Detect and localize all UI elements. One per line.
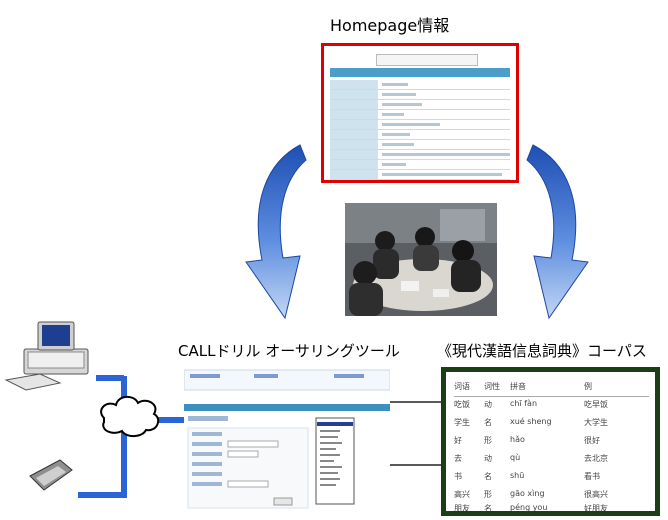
corpus-cell: gāo xìng <box>510 489 545 498</box>
homepage-thumb-row <box>330 130 510 140</box>
homepage-screenshot <box>321 43 519 183</box>
homepage-thumb-row <box>330 120 510 130</box>
call-drill-screenshot-image <box>184 364 390 512</box>
homepage-thumb-row <box>330 160 510 170</box>
corpus-cell: péng you <box>510 503 548 512</box>
homepage-info-text: Homepage情報 <box>330 16 450 35</box>
corpus-cell: 书 <box>454 472 462 481</box>
call-drill-text: CALLドリル オーサリングツール <box>178 342 400 360</box>
call-drill-label: CALLドリル オーサリングツール <box>178 340 400 361</box>
homepage-thumb-row <box>330 170 510 180</box>
corpus-cell: hǎo <box>510 435 525 444</box>
corpus-cell: 去北京 <box>584 454 608 463</box>
corpus-cell: 好朋友 <box>584 504 608 513</box>
corpus-header-cell: 词性 <box>484 382 500 391</box>
corpus-cell: 吃饭 <box>454 400 470 409</box>
corpus-row: 朋友 名 péng you 好朋友 <box>454 500 649 513</box>
corpus-header-cell: 例 <box>584 382 592 391</box>
corpus-cell: 名 <box>484 504 492 513</box>
corpus-cell: 很好 <box>584 436 600 445</box>
homepage-info-label: Homepage情報 <box>330 12 449 36</box>
homepage-thumb-row <box>330 90 510 100</box>
meeting-photo-image <box>345 203 497 316</box>
computer-icon <box>4 321 89 391</box>
corpus-row: 去 动 qù 去北京 <box>454 450 649 468</box>
meeting-photo <box>345 203 497 316</box>
corpus-cell: 朋友 <box>454 504 470 513</box>
corpus-cell: 吃早饭 <box>584 400 608 409</box>
corpus-header-row: 词语 词性 拼音 例 <box>454 378 649 397</box>
mobile-phone-icon <box>29 459 73 491</box>
corpus-cell: 名 <box>484 472 492 481</box>
homepage-thumb-topbar <box>376 54 478 66</box>
homepage-thumb-row <box>330 80 510 90</box>
corpus-cell: 去 <box>454 454 462 463</box>
corpus-cell: 好 <box>454 436 462 445</box>
corpus-cell: 形 <box>484 436 492 445</box>
corpus-text: 《現代漢語信息詞典》コーパス <box>437 342 647 360</box>
cloud-icon <box>100 395 160 438</box>
corpus-cell: 大学生 <box>584 418 608 427</box>
corpus-cell: 学生 <box>454 418 470 427</box>
corpus-cell: 名 <box>484 418 492 427</box>
homepage-thumb-row <box>330 110 510 120</box>
corpus-cell: 形 <box>484 490 492 499</box>
corpus-cell: 动 <box>484 454 492 463</box>
homepage-thumb-row <box>330 150 510 160</box>
homepage-thumb-header-bar <box>330 68 510 77</box>
homepage-screenshot-content <box>330 52 510 180</box>
corpus-row: 书 名 shū 看书 <box>454 468 649 486</box>
call-drill-screenshot <box>184 364 390 512</box>
left-curved-arrow <box>245 144 307 320</box>
corpus-cell: 高兴 <box>454 490 470 499</box>
corpus-cell: 很高兴 <box>584 490 608 499</box>
corpus-screenshot: 词语 词性 拼音 例 吃饭 动 chī fàn 吃早饭 学生 名 xué she… <box>441 367 660 516</box>
corpus-cell: 看书 <box>584 472 600 481</box>
homepage-thumb-row <box>330 100 510 110</box>
corpus-cell: qù <box>510 453 521 462</box>
corpus-label: 《現代漢語信息詞典》コーパス <box>437 340 647 361</box>
corpus-header-cell: 拼音 <box>510 382 526 391</box>
corpus-row: 高兴 形 gāo xìng 很高兴 <box>454 486 649 504</box>
corpus-row: 好 形 hǎo 很好 <box>454 432 649 450</box>
corpus-cell: xué sheng <box>510 417 552 426</box>
corpus-header-cell: 词语 <box>454 382 470 391</box>
corpus-cell: chī fàn <box>510 399 538 408</box>
corpus-cell: 动 <box>484 400 492 409</box>
right-curved-arrow <box>526 144 589 320</box>
homepage-thumb-row <box>330 140 510 150</box>
corpus-row: 学生 名 xué sheng 大学生 <box>454 414 649 432</box>
corpus-row: 吃饭 动 chī fàn 吃早饭 <box>454 396 649 414</box>
corpus-cell: shū <box>510 471 525 480</box>
